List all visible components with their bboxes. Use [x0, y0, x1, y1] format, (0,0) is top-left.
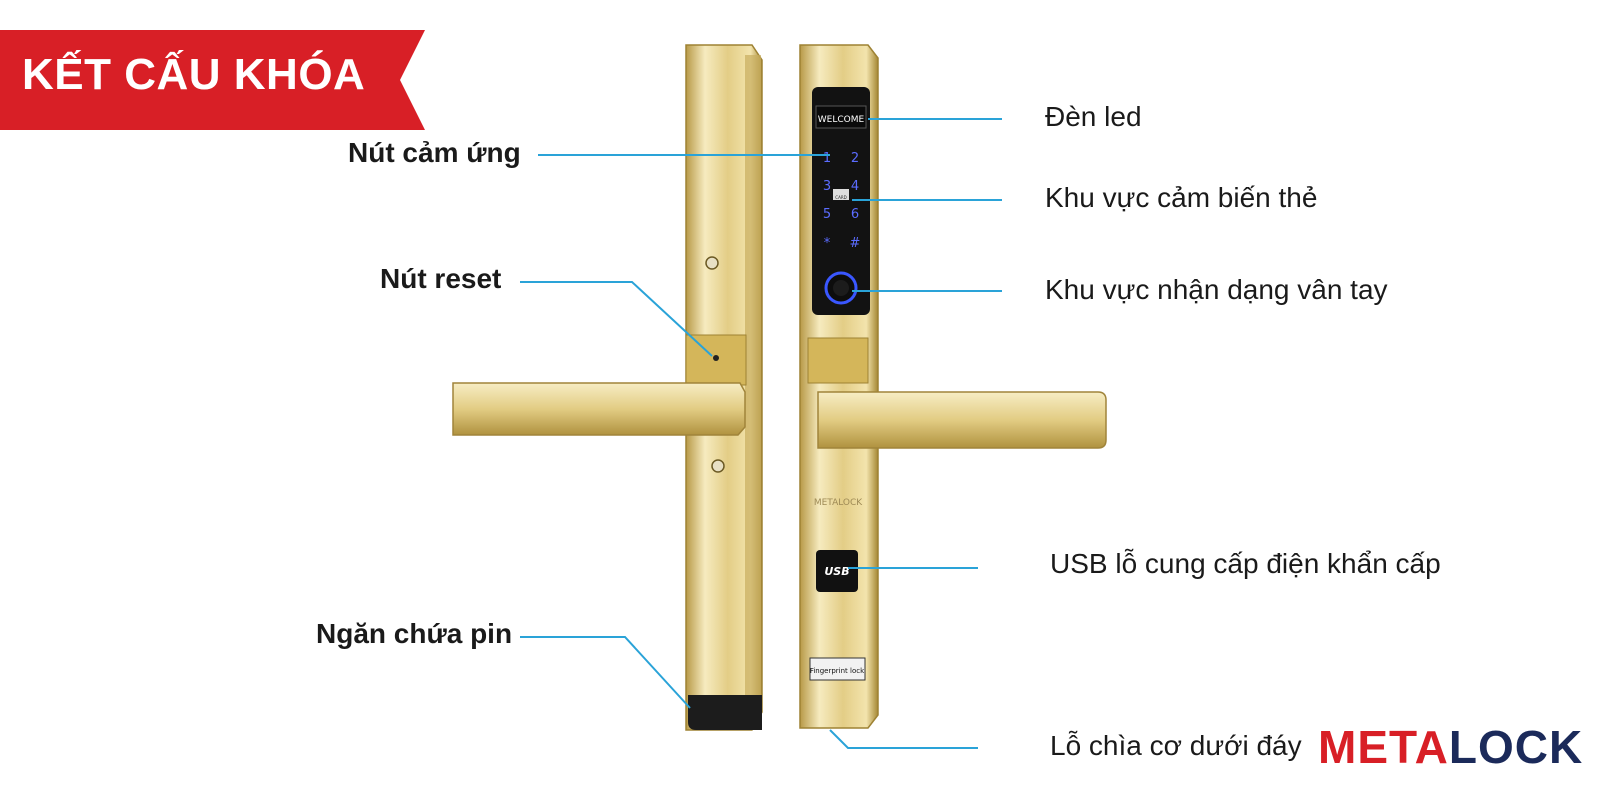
- label-led: Đèn led: [1045, 101, 1142, 132]
- banner-title: KẾT CẤU KHÓA: [22, 50, 366, 99]
- key-2: 2: [851, 151, 859, 166]
- logo-meta: META: [1318, 721, 1449, 773]
- key-6: 6: [851, 207, 859, 222]
- screw-icon: [705, 256, 719, 270]
- inner-unit: [452, 44, 763, 731]
- logo-lock: LOCK: [1448, 721, 1584, 773]
- key-3: 3: [823, 179, 831, 194]
- metalock-logo: METALOCK: [1318, 720, 1583, 774]
- screw-icon: [711, 459, 725, 473]
- banner-shape: [0, 30, 425, 130]
- label-usb: USB lỗ cung cấp điện khẩn cấp: [1050, 548, 1441, 579]
- inner-handle: [452, 382, 746, 436]
- key-5: 5: [823, 207, 831, 222]
- usb-text: USB: [824, 565, 849, 578]
- led-screen: [815, 105, 867, 129]
- reset-hole: [713, 355, 719, 361]
- key-hash: #: [850, 236, 861, 251]
- label-battery-compartment: Ngăn chứa pin: [316, 618, 513, 649]
- leader-lines: [520, 118, 1002, 749]
- inner-latch: [685, 334, 747, 386]
- brand-print: METALOCK: [814, 498, 863, 508]
- screen-text: WELCOME: [818, 115, 865, 125]
- leader-keyhole: [829, 729, 978, 749]
- leader-battery: [520, 636, 691, 709]
- leader-reset: [520, 281, 713, 357]
- label-card-sensor: Khu vực cảm biến thẻ: [1045, 182, 1318, 213]
- outer-handle: [817, 391, 1107, 449]
- plate: [809, 657, 866, 681]
- keypad-panel: [812, 87, 870, 315]
- key-4: 4: [851, 179, 859, 194]
- key-star: *: [824, 236, 831, 251]
- battery-cap: [688, 695, 762, 730]
- usb-port-cover: [816, 550, 858, 592]
- outer-unit: WELCOME 1 2 3 4 5 6 * # CARD METALOCK US…: [799, 44, 1107, 729]
- label-touch-button: Nút cảm ứng: [348, 137, 521, 168]
- card-icon-text: CARD: [835, 195, 846, 200]
- title-banner: KẾT CẤU KHÓA: [0, 30, 430, 130]
- plate-text: Fingerprint lock: [810, 667, 865, 675]
- outer-latch: [807, 337, 869, 384]
- card-icon: [833, 189, 849, 200]
- label-keyhole: Lỗ chìa cơ dưới đáy: [1050, 730, 1302, 761]
- label-reset-button: Nút reset: [380, 263, 502, 294]
- key-1: 1: [823, 151, 831, 166]
- label-fingerprint: Khu vực nhận dạng vân tay: [1045, 274, 1388, 305]
